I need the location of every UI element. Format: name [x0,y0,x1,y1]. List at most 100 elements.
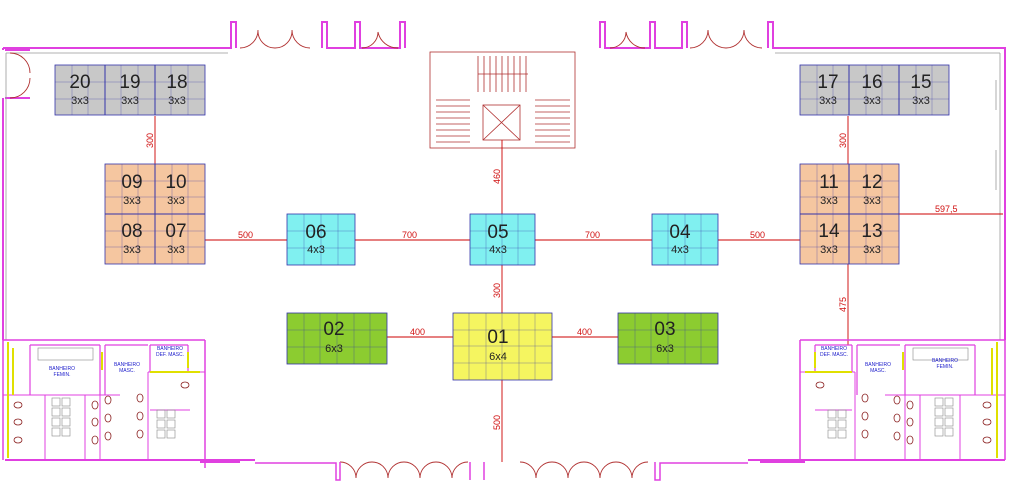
staircase [429,51,576,149]
booth-number: 16 [861,72,882,93]
booth-number: 06 [305,222,326,243]
dim-460: 460 [492,169,502,184]
booth-number: 11 [819,172,839,193]
inner-wall-lines [5,52,1001,340]
booth-03[interactable]: 03 6x3 [617,312,719,365]
dim-400-right: 400 [577,327,592,337]
booth-size: 3x3 [820,195,838,207]
door-swings [9,29,763,479]
booth-number: 01 [487,327,508,348]
booth-size: 3x3 [167,244,185,256]
booth-size: 3x3 [121,95,139,107]
restroom-label-line: BANHEIRO [49,366,75,372]
booth-number: 17 [817,72,838,93]
bottom-entrance-frame [255,462,748,481]
booth-size: 6x4 [489,351,507,363]
dim-300-left: 300 [145,133,155,148]
dim-500-right: 500 [750,230,765,240]
booth-number: 05 [487,222,508,243]
booth-size: 4x3 [307,244,325,256]
dim-597-5: 597,5 [935,204,958,214]
restroom-block-right: BANHEIRO DEF. MASC. BANHEIRO MASC. BANHE… [799,339,1006,462]
booth-size: 3x3 [820,244,838,256]
booth-size: 3x3 [912,95,930,107]
booth-size: 3x3 [863,95,881,107]
booth-number: 03 [654,319,675,340]
booth-number: 18 [166,72,187,93]
restroom-label-def-left: BANHEIRO DEF. MASC. [156,346,184,358]
restroom-label-masc-left: BANHEIRO MASC. [114,362,140,374]
booth-number: 13 [861,221,882,242]
booth-number: 08 [121,221,142,242]
booth-size: 3x3 [123,244,141,256]
restroom-label-line: DEF. MASC. [820,352,848,358]
restroom-label-line: BANHEIRO [932,358,958,364]
outer-walls [2,21,1006,463]
booth-size: 3x3 [123,195,141,207]
booth-size: 4x3 [489,244,507,256]
restroom-label-line: BANHEIRO [114,362,140,368]
booth-number: 12 [861,172,882,193]
booth-number: 20 [69,72,90,93]
booth-size: 6x3 [325,343,343,355]
restroom-block-left: BANHEIRO FEMIN. BANHEIRO MASC. BANHEIRO … [2,339,206,468]
restroom-label-line: BANHEIRO [865,362,891,368]
dim-300-center: 300 [492,283,502,298]
booth-number: 07 [165,221,186,242]
restroom-label-line: DEF. MASC. [156,352,184,358]
booth-size: 3x3 [168,95,186,107]
booth-01[interactable]: 01 6x4 [452,312,553,381]
dim-700-right: 700 [585,230,600,240]
booth-04[interactable]: 04 4x3 [651,213,719,266]
restroom-label-line: FEMIN. [937,364,954,370]
dimension-labels: 300 460 500 700 700 500 597,5 300 300 47… [145,133,958,430]
booth-size: 3x3 [71,95,89,107]
restroom-label-masc-right: BANHEIRO MASC. [865,362,891,374]
booth-size: 3x3 [819,95,837,107]
restroom-label-def-right: BANHEIRO DEF. MASC. [820,346,848,358]
booth-number: 15 [910,72,931,93]
booth-number: 10 [165,172,186,193]
restroom-label-line: MASC. [870,368,886,374]
booth-number: 02 [323,319,344,340]
dim-500-bottom: 500 [492,415,502,430]
dimension-lines [154,116,1003,462]
restroom-label-fem-right: BANHEIRO FEMIN. [932,358,958,370]
booth-number: 04 [669,222,691,243]
restroom-label-line: BANHEIRO [821,346,847,352]
dim-400-left: 400 [410,327,425,337]
dim-300-right: 300 [838,133,848,148]
booth-06[interactable]: 06 4x3 [286,213,356,266]
dim-500-left: 500 [238,230,253,240]
dim-700-left: 700 [402,230,417,240]
restroom-label-fem-left: BANHEIRO FEMIN. [49,366,75,378]
booth-size: 3x3 [167,195,185,207]
restroom-label-line: BANHEIRO [157,346,183,352]
booth-number: 14 [818,221,840,242]
booth-05[interactable]: 05 4x3 [469,213,536,266]
booth-number: 09 [121,172,142,193]
booth-size: 3x3 [863,195,881,207]
dim-475: 475 [838,297,848,312]
booth-size: 6x3 [656,343,674,355]
booth-02[interactable]: 02 6x3 [286,312,388,365]
